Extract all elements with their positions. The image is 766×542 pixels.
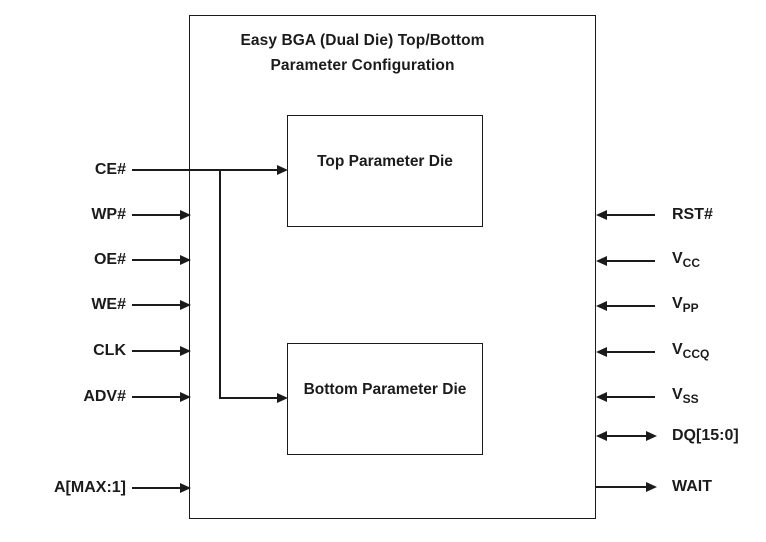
diagram-title: Easy BGA (Dual Die) Top/Bottom Parameter… (190, 28, 535, 78)
left-signal-we-arrowhead-right-icon (180, 300, 191, 310)
right-signal-rst-wire (607, 214, 655, 216)
right-signal-vccq-label: VCCQ (672, 341, 710, 361)
right-signal-dq-label: DQ[15:0] (672, 427, 739, 444)
right-signal-wait-wire (596, 486, 646, 488)
right-signal-vpp-arrowhead-left-icon (596, 301, 607, 311)
right-signal-wait-arrowhead-right-icon (646, 482, 657, 492)
left-signal-oe-arrowhead-right-icon (180, 255, 191, 265)
right-signal-vcc-label: VCC (672, 250, 701, 270)
left-signal-ce-arrowhead-right-icon (277, 165, 288, 175)
left-signal-we-label: WE# (91, 296, 126, 313)
ce-branch-arrowhead-right-icon (277, 393, 288, 403)
left-signal-address-label: A[MAX:1] (54, 479, 126, 496)
left-signal-adv-label: ADV# (83, 388, 126, 405)
ce-branch-horizontal-wire (219, 397, 277, 399)
right-signal-vpp-label: VPP (672, 295, 699, 315)
left-signal-adv-arrowhead-right-icon (180, 392, 191, 402)
right-signal-vcc-wire (607, 260, 655, 262)
left-signal-ce-label: CE# (94, 161, 126, 178)
ce-branch-vertical-wire (219, 170, 221, 398)
left-signal-wp-label: WP# (91, 206, 126, 223)
left-signal-oe-label: OE# (93, 251, 126, 268)
right-signal-rst-label: RST# (672, 206, 713, 223)
right-signal-vss-arrowhead-left-icon (596, 392, 607, 402)
right-signal-rst-arrowhead-left-icon (596, 210, 607, 220)
left-signal-clk-wire (132, 350, 181, 352)
top-parameter-die-box: Top Parameter Die (287, 115, 483, 227)
right-signal-vss-label: VSS (672, 386, 699, 406)
right-signal-vccq-arrowhead-left-icon (596, 347, 607, 357)
left-signal-adv-wire (132, 396, 181, 398)
left-signal-ce-wire (132, 169, 277, 171)
right-signal-vss-wire (607, 396, 655, 398)
bottom-parameter-die-box: Bottom Parameter Die (287, 343, 483, 455)
left-signal-clk-arrowhead-right-icon (180, 346, 191, 356)
right-signal-dq-arrowhead-left-icon (596, 431, 607, 441)
left-signal-address-arrowhead-right-icon (180, 483, 191, 493)
left-signal-clk-label: CLK (93, 342, 126, 359)
right-signal-vcc-arrowhead-left-icon (596, 256, 607, 266)
diagram-title-line2: Parameter Configuration (270, 57, 455, 74)
right-signal-wait-label: WAIT (672, 478, 712, 495)
left-signal-wp-wire (132, 214, 181, 216)
top-parameter-die-label: Top Parameter Die (317, 153, 453, 170)
diagram-title-line1: Easy BGA (Dual Die) Top/Bottom (240, 32, 485, 49)
bottom-parameter-die-label: Bottom Parameter Die (303, 381, 467, 398)
right-signal-dq-wire (607, 435, 646, 437)
right-signal-vpp-wire (607, 305, 655, 307)
right-signal-dq-arrowhead-right-icon (646, 431, 657, 441)
left-signal-oe-wire (132, 259, 181, 261)
left-signal-we-wire (132, 304, 181, 306)
left-signal-wp-arrowhead-right-icon (180, 210, 191, 220)
right-signal-vccq-wire (607, 351, 655, 353)
left-signal-address-wire (132, 487, 181, 489)
